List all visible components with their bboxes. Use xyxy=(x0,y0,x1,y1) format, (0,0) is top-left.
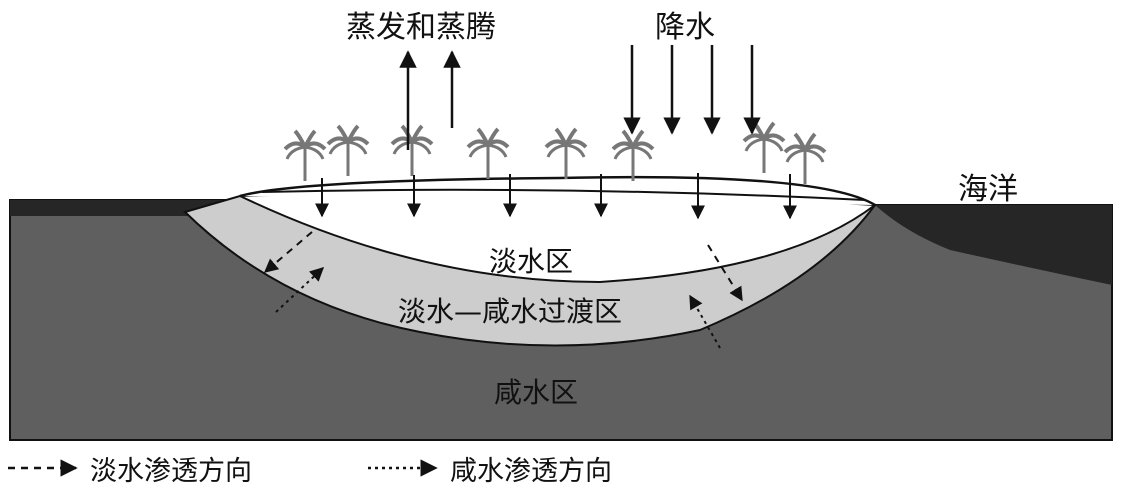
palm-tree-icon xyxy=(283,129,327,183)
palm-tree-icon xyxy=(326,124,370,178)
ocean-label: 海洋 xyxy=(958,172,1018,207)
palm-tree-icon xyxy=(544,127,588,181)
palm-tree-icon xyxy=(611,129,655,183)
left-surface-strip xyxy=(10,200,240,216)
fresh-seepage-arrow-icon xyxy=(263,231,313,273)
legend-saline-label: 咸水渗透方向 xyxy=(450,456,612,487)
saline-seepage-arrow-icon xyxy=(689,294,721,349)
palm-tree-icon xyxy=(466,127,510,181)
precipitation-label: 降水 xyxy=(655,10,715,45)
evaporation-label: 蒸发和蒸腾 xyxy=(346,10,496,45)
palm-tree-icon xyxy=(390,124,434,178)
transition-zone-label: 淡水—咸水过渡区 xyxy=(398,295,623,328)
palm-tree-icon xyxy=(742,121,786,175)
ocean-area xyxy=(875,205,1112,285)
legend-fresh-label: 淡水渗透方向 xyxy=(90,456,252,487)
fresh-zone-label: 淡水区 xyxy=(489,245,574,278)
water-table-line xyxy=(261,188,866,201)
saline-zone-label: 咸水区 xyxy=(494,376,579,409)
fresh-seepage-arrow-icon xyxy=(707,244,743,302)
